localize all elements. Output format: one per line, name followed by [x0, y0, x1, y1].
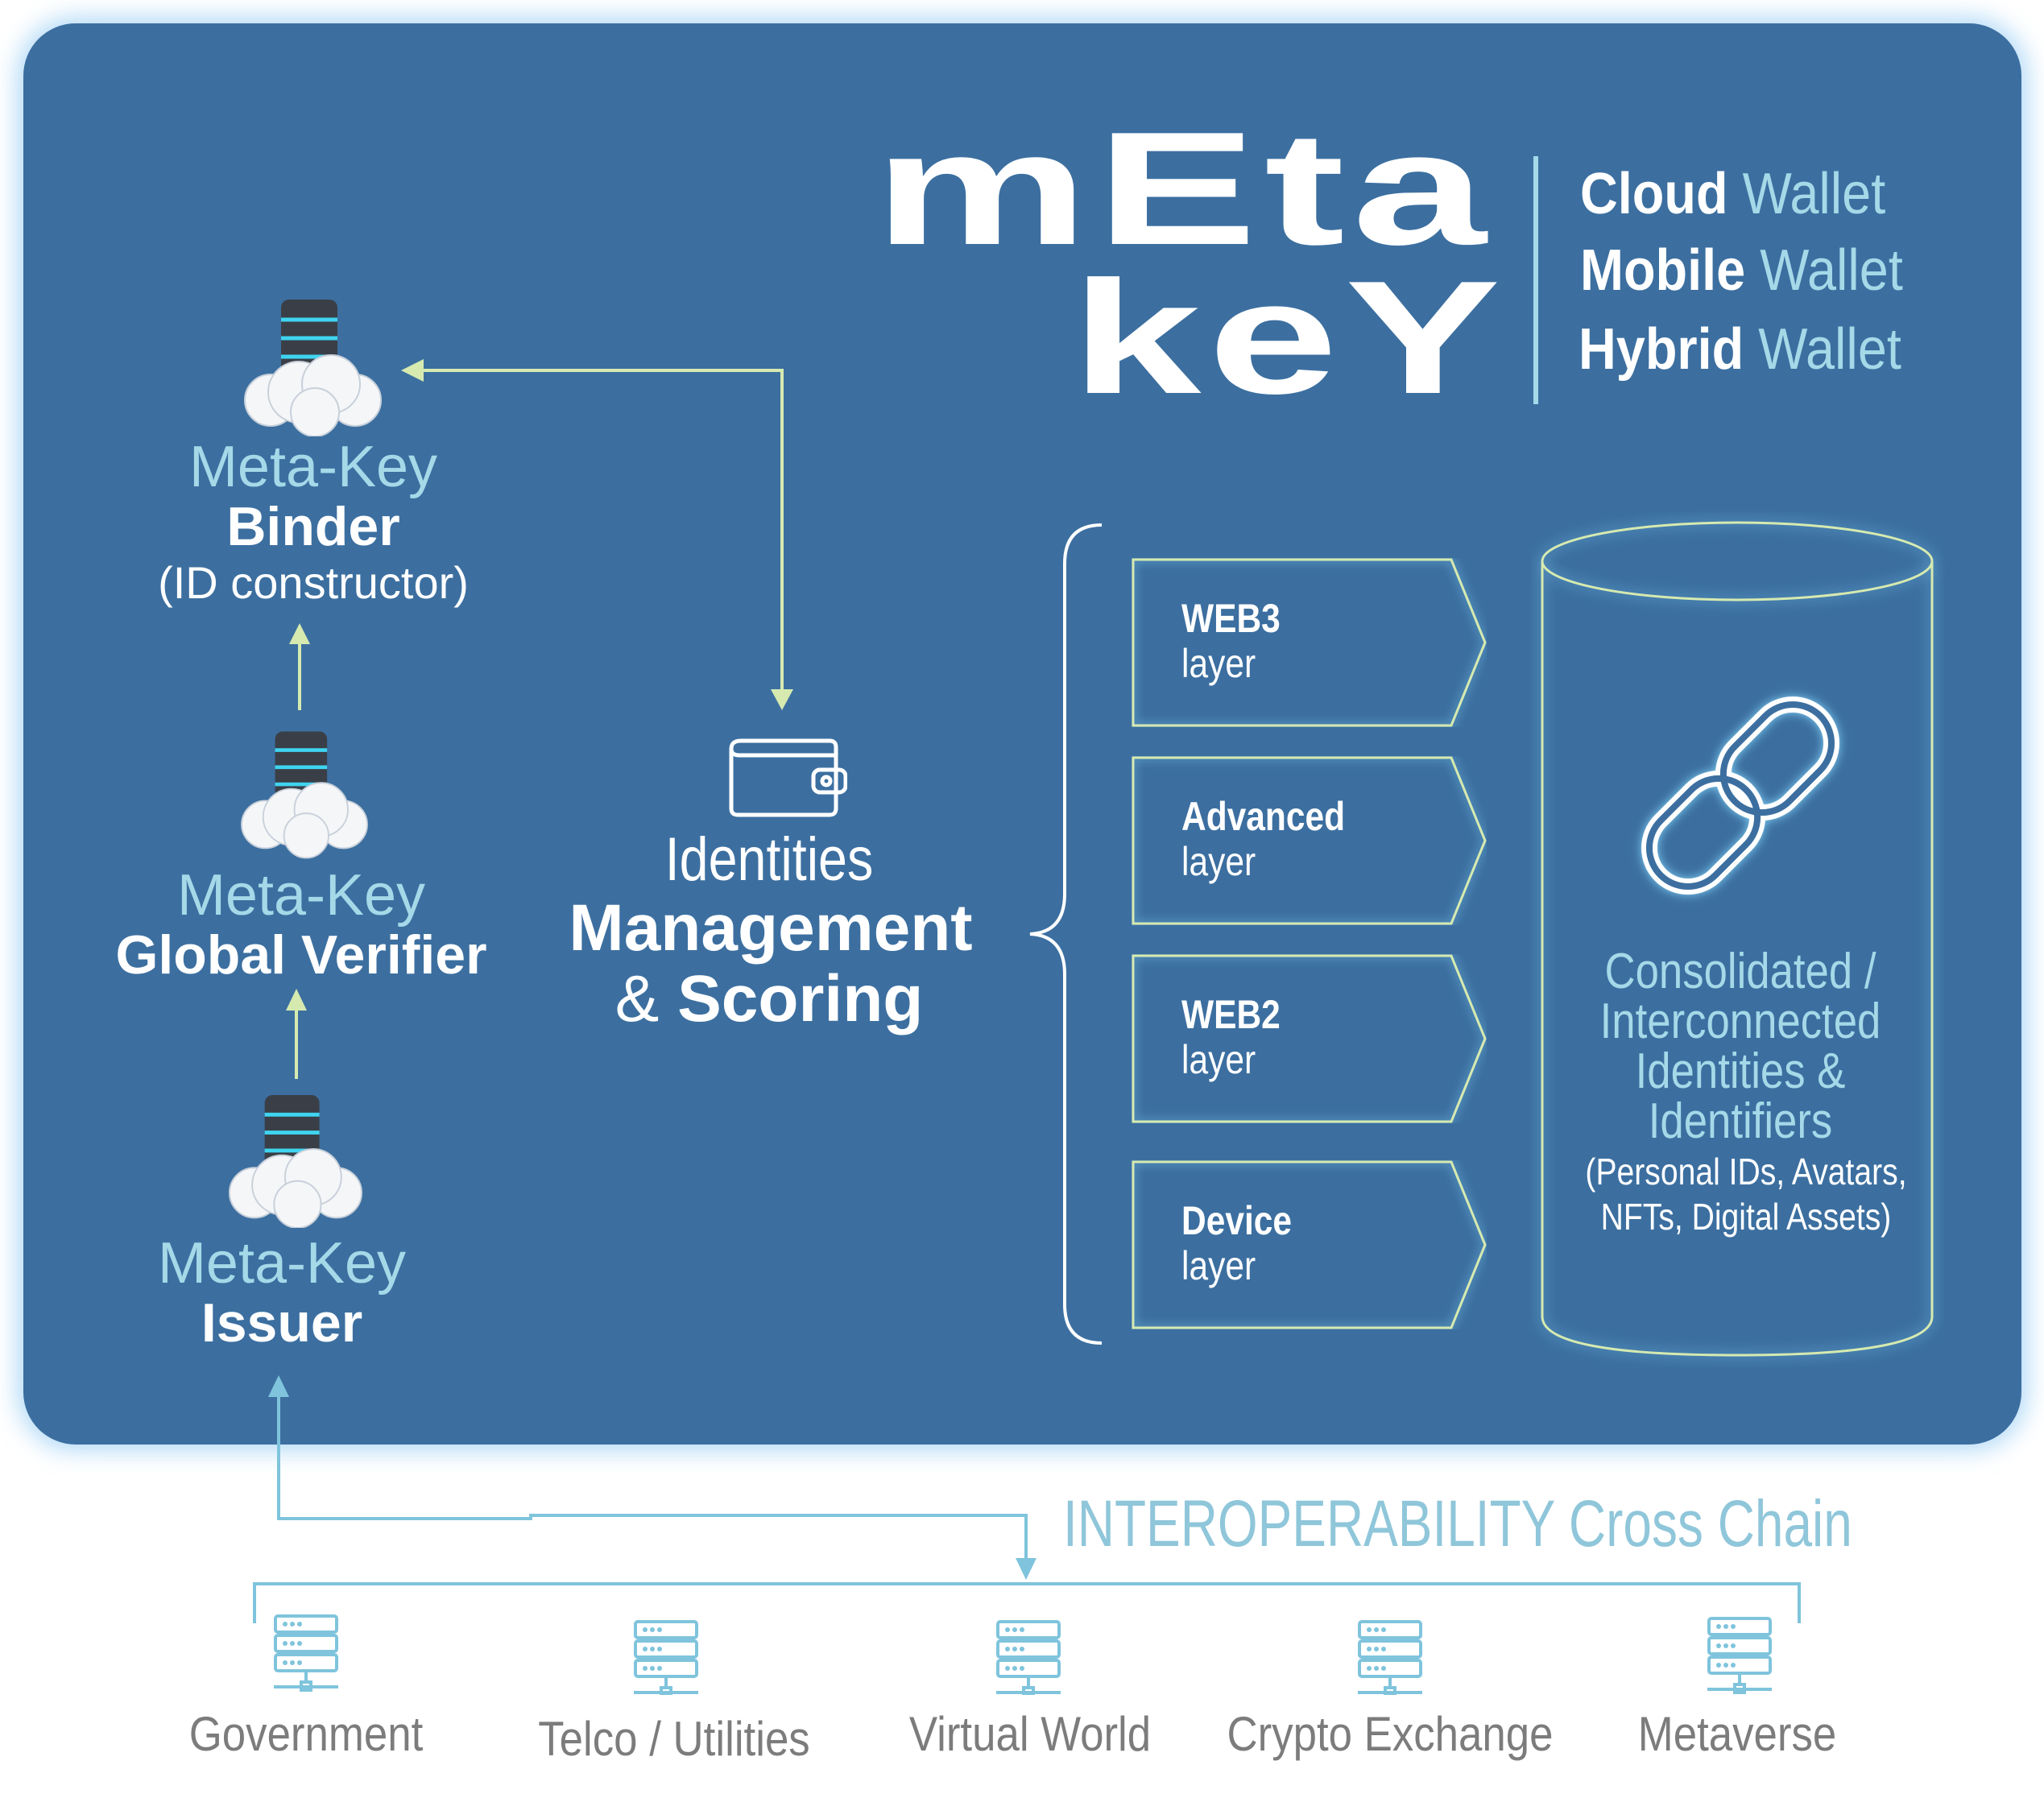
store-line: Consolidated / [1604, 944, 1876, 999]
server-icon [632, 1620, 700, 1695]
logo-line2: keY [1071, 248, 1508, 428]
identities-line1: Identities [664, 825, 874, 894]
store-line: Identifiers [1648, 1093, 1833, 1149]
server-icons [272, 1614, 1773, 1695]
binder-prefix: Meta-Key [188, 435, 438, 499]
interop-connector [277, 1397, 1028, 1558]
server-icon [995, 1620, 1062, 1695]
identities-line3: & Scoring [614, 962, 924, 1035]
arrowhead [401, 359, 424, 382]
layer-subtitle: layer [1181, 1243, 1256, 1288]
binder-note: (ID constructor) [158, 557, 469, 608]
category-virtual-world: Virtual World [908, 1707, 1152, 1761]
layer-subtitle: layer [1181, 641, 1256, 686]
arrowhead [268, 1375, 289, 1397]
layer-title: Advanced [1181, 794, 1346, 839]
cloud-server-icon [241, 731, 368, 859]
server-icon [272, 1614, 340, 1692]
layer-subtitle: layer [1181, 839, 1256, 884]
cloud-server-icon [229, 1095, 362, 1228]
bottom-bracket [253, 1582, 1801, 1623]
wallet-mobile: Mobile Wallet [1580, 238, 1903, 303]
issuer-prefix: Meta-Key [157, 1231, 407, 1296]
category-telco: Telco / Utilities [538, 1712, 810, 1766]
chain-link-icon [1641, 696, 1840, 895]
identities-line2: Management [569, 891, 973, 965]
wallet-hybrid: Hybrid Wallet [1579, 317, 1901, 382]
category-crypto-exchange: Crypto Exchange [1227, 1707, 1554, 1761]
binder-connector [419, 369, 784, 692]
issuer-title: Issuer [201, 1292, 363, 1354]
store-line: Interconnected [1599, 994, 1881, 1049]
layers-brace [1029, 523, 1103, 1345]
wallet-cloud: Cloud Wallet [1580, 162, 1886, 226]
verifier-title: Global Verifier [115, 924, 487, 986]
arrowhead [1016, 1558, 1036, 1580]
server-icon [1356, 1620, 1424, 1695]
server-icon [1706, 1617, 1773, 1694]
category-metaverse: Metaverse [1637, 1707, 1837, 1761]
identity-store-cylinder [1541, 521, 1934, 1357]
arrowhead [289, 623, 310, 644]
layer-title: WEB2 [1181, 992, 1281, 1037]
cloud-server-icon [244, 300, 382, 436]
layer-title: Device [1181, 1198, 1293, 1243]
interop-label: INTEROPERABILITY Cross Chain [1063, 1487, 1852, 1560]
arrowhead [286, 989, 307, 1011]
wallet-icon [729, 738, 847, 817]
layer-subtitle: layer [1181, 1037, 1256, 1082]
category-government: Government [188, 1707, 424, 1761]
store-note-line2: NFTs, Digital Assets) [1600, 1196, 1892, 1238]
logo-line1: mEta [874, 99, 1494, 279]
arrowhead [771, 689, 793, 710]
store-note-line1: (Personal IDs, Avatars, [1585, 1151, 1907, 1192]
store-line: Identities & [1635, 1044, 1846, 1099]
binder-title: Binder [226, 496, 400, 557]
layer-title: WEB3 [1181, 596, 1281, 641]
verifier-prefix: Meta-Key [176, 863, 426, 928]
